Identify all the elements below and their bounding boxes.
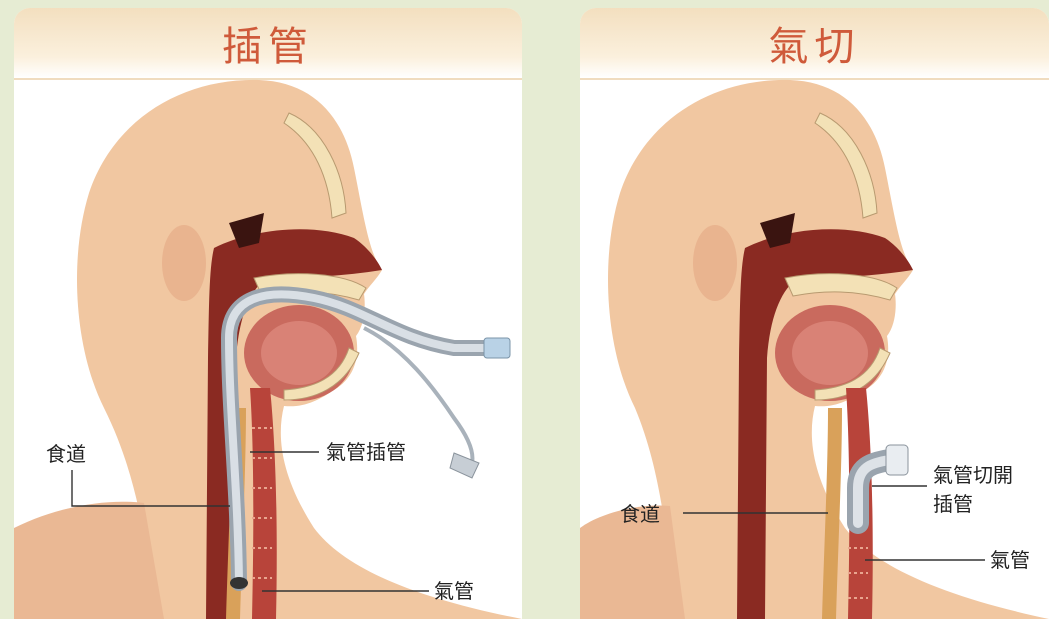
pilot-balloon xyxy=(450,453,479,478)
tracheostomy-panel: 氣切 食道 氣管切開 插管 氣管 xyxy=(580,8,1049,619)
trachea xyxy=(250,388,277,619)
label-esophagus: 食道 xyxy=(620,502,660,526)
shoulder xyxy=(14,502,164,619)
ear xyxy=(162,225,206,301)
tracheostomy-illustration xyxy=(580,8,1049,619)
intubation-illustration xyxy=(14,8,522,619)
label-esophagus: 食道 xyxy=(46,442,86,466)
tube-tip xyxy=(230,577,248,589)
label-tracheostomy-tube-line1: 氣管切開 xyxy=(933,463,1013,487)
ear xyxy=(693,225,737,301)
tracheostomy-flange xyxy=(886,445,908,475)
label-trachea: 氣管 xyxy=(434,579,474,603)
tongue-shade xyxy=(261,321,337,385)
label-trachea: 氣管 xyxy=(990,548,1030,572)
label-endotracheal-tube: 氣管插管 xyxy=(326,440,406,464)
intubation-panel: 插管 食道 氣管插管 氣管 xyxy=(14,8,522,619)
tube-connector xyxy=(484,338,510,358)
tongue-shade xyxy=(792,321,868,385)
label-tracheostomy-tube-line2: 插管 xyxy=(933,492,973,516)
